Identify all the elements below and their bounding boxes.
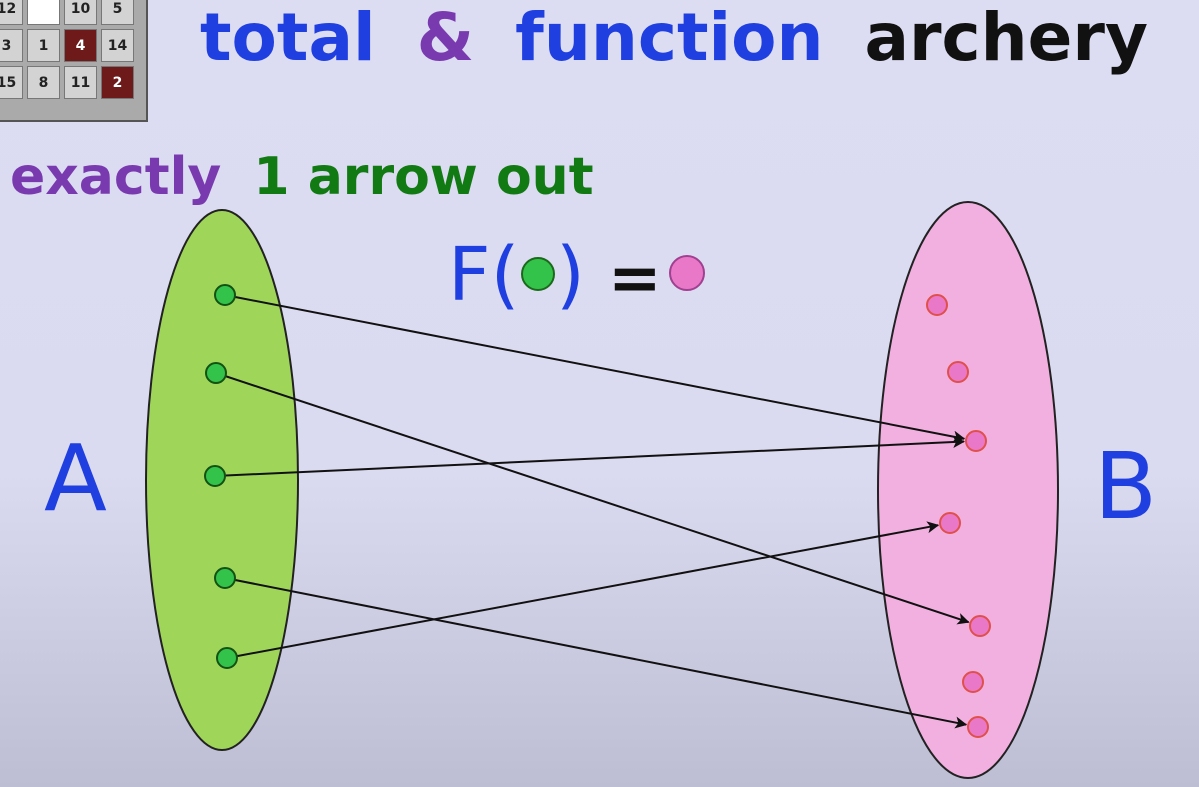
set-a-point [205, 362, 227, 384]
set-a-point [204, 465, 226, 487]
formula-green-dot [521, 257, 555, 291]
puzzle-tile: 3 [0, 29, 23, 62]
title-archery: archery [864, 0, 1148, 76]
puzzle-tile: 2 [101, 66, 134, 99]
set-a-points [204, 284, 238, 669]
puzzle-tile: 8 [27, 66, 60, 99]
set-a-point [216, 647, 238, 669]
puzzle-tile: 12 [0, 0, 23, 25]
title-function: function [515, 0, 823, 76]
puzzle-tile: 5 [101, 0, 134, 25]
formula: F( ) = [448, 232, 705, 318]
title-total: total [200, 0, 376, 76]
formula-equals: = [608, 242, 662, 316]
puzzle-tile: 15 [0, 66, 23, 99]
set-b-point [947, 361, 969, 383]
set-a-point [214, 567, 236, 589]
page-title: total & function archery [200, 0, 1148, 76]
arrows-layer [214, 294, 970, 729]
mapping-arrow [215, 372, 970, 625]
formula-rparen: ) [556, 232, 585, 318]
subtitle-arrow-out: 1 arrow out [253, 147, 593, 207]
set-b-points [926, 294, 991, 738]
title-ampersand: & [417, 0, 475, 76]
set-b-point [926, 294, 948, 316]
set-b-ellipse [877, 201, 1059, 779]
mapping-arrow [226, 521, 940, 659]
mapping-arrow [214, 436, 966, 477]
set-b-label: B [1094, 433, 1157, 540]
set-b-point [965, 430, 987, 452]
mapping-arrow [224, 577, 968, 729]
subtitle-exactly: exactly [10, 147, 221, 207]
mapping-arrow [224, 294, 966, 443]
subtitle: exactly 1 arrow out [10, 147, 594, 207]
set-b-point [969, 615, 991, 637]
puzzle-tile: 10 [64, 0, 97, 25]
puzzle-tile: 1 [27, 29, 60, 62]
puzzle-tile: 4 [64, 29, 97, 62]
formula-lhs: F( [448, 232, 519, 318]
set-b-point [962, 671, 984, 693]
formula-pink-dot [669, 255, 705, 291]
puzzle-tile: 14 [101, 29, 134, 62]
set-b-point [967, 716, 989, 738]
puzzle-tile: 11 [64, 66, 97, 99]
set-a-point [214, 284, 236, 306]
set-a-label: A [44, 425, 107, 532]
set-b-point [939, 512, 961, 534]
puzzle-tile [27, 0, 60, 25]
